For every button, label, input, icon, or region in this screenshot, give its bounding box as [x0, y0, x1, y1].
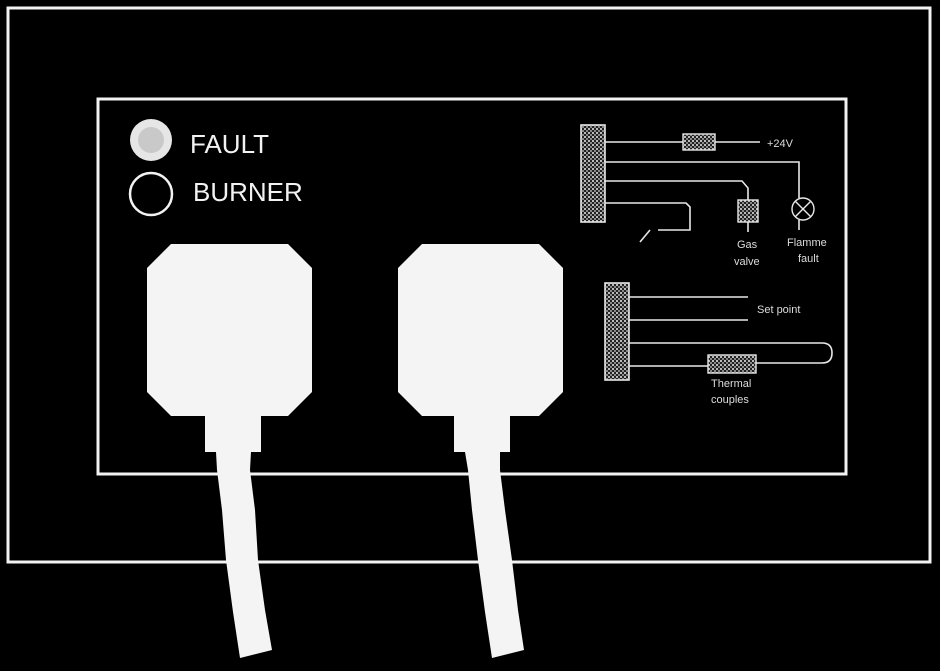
flame-fault-label-2: fault — [798, 253, 819, 265]
plug-connector-right — [398, 244, 563, 658]
gas-valve-label-2: valve — [734, 256, 760, 268]
gas-valve-label-1: Gas — [737, 239, 758, 251]
burner-label: BURNER — [193, 177, 303, 207]
plug-connector-left — [147, 244, 312, 658]
gas-valve-icon — [737, 199, 759, 223]
lower-wiring-diagram — [604, 282, 833, 381]
supply-label: +24V — [767, 138, 794, 150]
fuse-icon — [682, 133, 716, 151]
thermocouples-label-1: Thermal — [711, 378, 751, 390]
flame-fault-label-1: Flamme — [787, 237, 827, 249]
fault-lamp-icon-highlight — [138, 127, 164, 153]
thermocouple-icon — [707, 354, 757, 374]
terminal-block-upper — [580, 124, 606, 223]
outer-frame — [6, 6, 932, 564]
fault-label: FAULT — [190, 129, 269, 159]
flame-fault-lamp-icon — [791, 197, 815, 221]
burner-lamp-icon — [128, 171, 174, 217]
upper-wiring-diagram — [580, 124, 800, 243]
thermocouples-label-2: couples — [711, 394, 749, 406]
set-point-label: Set point — [757, 304, 800, 316]
terminal-block-lower — [604, 282, 630, 381]
